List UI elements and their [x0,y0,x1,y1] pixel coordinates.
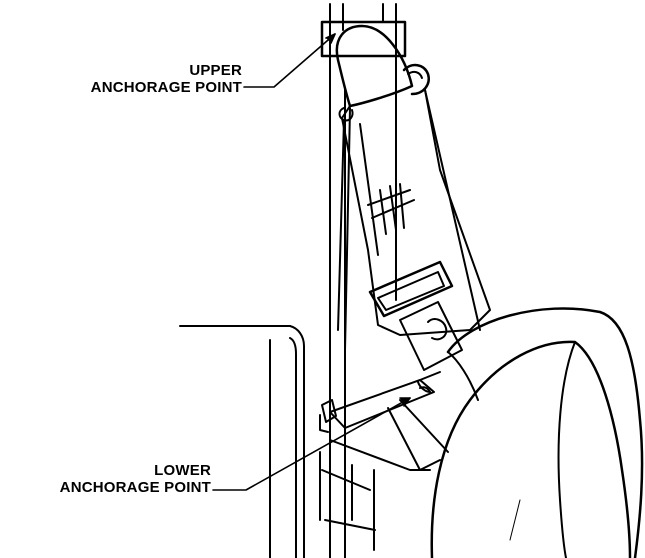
belt-buckle-tab [368,260,463,371]
upper-anchorage-point-label: UPPER ANCHORAGE POINT [91,62,242,96]
lower-label-line2: ANCHORAGE POINT [59,479,211,496]
upper-label-line2: ANCHORAGE POINT [90,79,242,96]
seat-back [430,307,644,558]
seat-cushion [179,325,305,558]
lower-label-line1: LOWER [154,462,211,479]
upper-label-line1: UPPER [189,62,242,79]
lower-anchorage-point-label: LOWER ANCHORAGE POINT [60,462,211,496]
leader-lines [212,33,411,491]
shoulder-belt [337,89,491,351]
lower-anchor-bracket [319,371,449,551]
